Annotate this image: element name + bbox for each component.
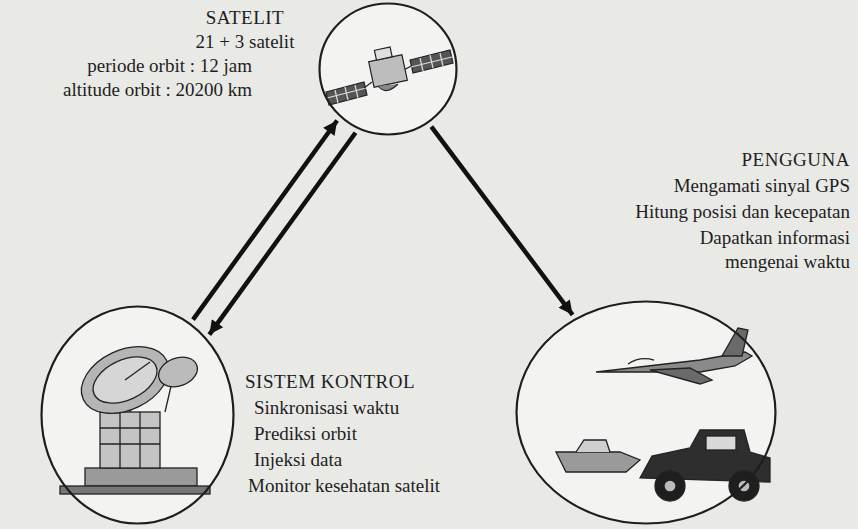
circle-outline xyxy=(515,300,777,525)
circle-ground xyxy=(515,300,777,525)
item-text: periode orbit : 12 jam xyxy=(87,54,252,78)
item-text: Dapatkan informasi mengenai waktu xyxy=(675,226,850,274)
item-text: altitude orbit : 20200 km xyxy=(63,78,252,102)
item-text: 21 + 3 satelit xyxy=(196,30,295,54)
circle-border xyxy=(517,302,776,524)
text-anchor: Mengamati sinyal GPS xyxy=(674,174,850,198)
circle-border xyxy=(42,307,234,524)
text-anchor: Monitor kesehatan satelit xyxy=(248,474,440,498)
circle-ground xyxy=(40,305,235,525)
circle-border xyxy=(320,4,457,135)
text-anchor: SATELIT xyxy=(206,6,284,30)
circle-node: SATELIT21 + 3 satelitperiode orbit : 12 … xyxy=(318,2,458,136)
text-anchor: Dapatkan informasi mengenai waktu xyxy=(675,226,850,274)
circle-node: PENGGUNAMengamati sinyal GPSHitung posis… xyxy=(515,300,777,525)
text-anchor: 21 + 3 satelit xyxy=(196,30,295,54)
circle-node: SISTEM KONTROLSinkronisasi waktuPrediksi… xyxy=(40,305,235,525)
item-text: Monitor kesehatan satelit xyxy=(248,474,440,498)
heading-text: SATELIT xyxy=(206,6,284,30)
circle-outline xyxy=(40,305,235,525)
text-anchor: periode orbit : 12 jam xyxy=(87,54,252,78)
item-text: Hitung posisi dan kecepatan xyxy=(635,200,850,224)
circle-ground xyxy=(318,2,458,136)
vehicles-drawing xyxy=(556,328,770,501)
arrow-connector xyxy=(193,121,337,320)
satellite-drawing xyxy=(326,47,453,105)
arrow-connector xyxy=(431,127,572,315)
text-anchor: Sinkronisasi waktu xyxy=(254,396,399,420)
arrow-connector xyxy=(209,133,355,335)
text-anchor: PENGGUNA xyxy=(742,148,851,172)
item-text: Sinkronisasi waktu xyxy=(254,396,399,420)
text-anchor: Hitung posisi dan kecepatan xyxy=(635,200,850,224)
heading-text: SISTEM KONTROL xyxy=(245,370,415,394)
text-anchor: SISTEM KONTROL xyxy=(245,370,415,394)
text-anchor: Prediksi orbit xyxy=(254,422,357,446)
antenna-drawing xyxy=(60,333,210,494)
text-anchor: Injeksi data xyxy=(254,448,342,472)
text-anchor: altitude orbit : 20200 km xyxy=(63,78,252,102)
item-text: Prediksi orbit xyxy=(254,422,357,446)
circle-outline xyxy=(318,2,458,136)
heading-text: PENGGUNA xyxy=(742,148,851,172)
item-text: Injeksi data xyxy=(254,448,342,472)
item-text: Mengamati sinyal GPS xyxy=(674,174,850,198)
